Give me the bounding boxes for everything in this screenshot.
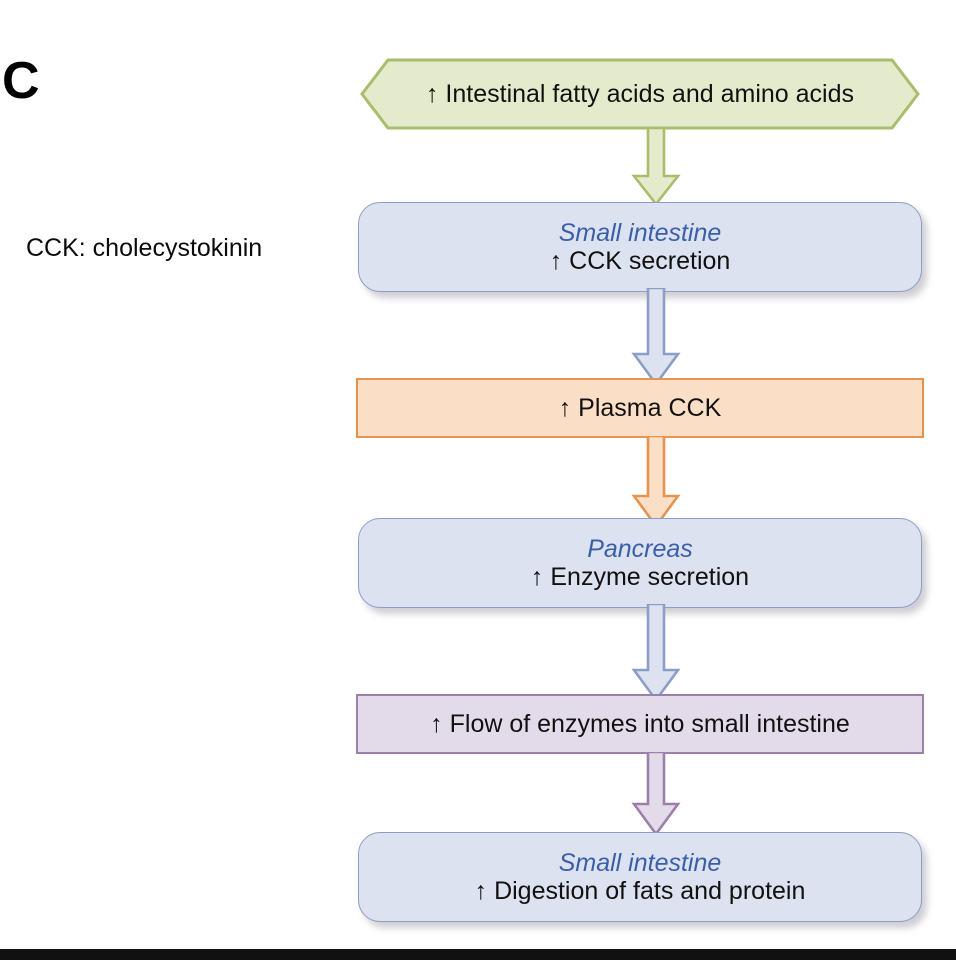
flow-node-small-intestine-digestion: Small intestine ↑ Digestion of fats and …: [358, 832, 922, 922]
flow-node-enzyme-flow-label: ↑ Flow of enzymes into small intestine: [430, 710, 850, 738]
flow-node-plasma-cck-label: ↑ Plasma CCK: [558, 394, 722, 422]
flow-node-pancreas-enzyme-label: ↑ Enzyme secretion: [530, 563, 750, 591]
flow-node-small-intestine-cck: Small intestine ↑ CCK secretion: [358, 202, 922, 292]
bottom-bar: [0, 949, 956, 960]
flow-node-small-intestine-digestion-label: ↑ Digestion of fats and protein: [474, 877, 806, 905]
flow-node-plasma-cck: ↑ Plasma CCK: [356, 378, 924, 438]
abbreviation-legend: CCK: cholecystokinin: [26, 234, 263, 262]
flow-node-pancreas-enzyme-organ: Pancreas: [587, 535, 693, 563]
flow-node-small-intestine-digestion-organ: Small intestine: [558, 849, 722, 877]
arrow-plasma-to-pancreas: [626, 434, 686, 533]
flow-node-small-intestine-cck-label: ↑ CCK secretion: [549, 247, 731, 275]
flow-node-stimulus: ↑ Intestinal fatty acids and amino acids: [360, 58, 920, 130]
flow-node-pancreas-enzyme: Pancreas ↑ Enzyme secretion: [358, 518, 922, 608]
arrow-stimulus-to-intestine: [626, 126, 686, 211]
arrow-flow-to-digestion: [626, 750, 686, 841]
flow-node-small-intestine-cck-organ: Small intestine: [558, 219, 722, 247]
hexagon-shape: [360, 58, 920, 130]
arrow-intestine-to-plasma: [626, 286, 686, 391]
arrow-pancreas-to-flow: [626, 602, 686, 707]
flow-node-stimulus-label: ↑ Intestinal fatty acids and amino acids: [425, 79, 854, 108]
panel-label: C: [2, 52, 40, 110]
flow-node-enzyme-flow: ↑ Flow of enzymes into small intestine: [356, 694, 924, 754]
